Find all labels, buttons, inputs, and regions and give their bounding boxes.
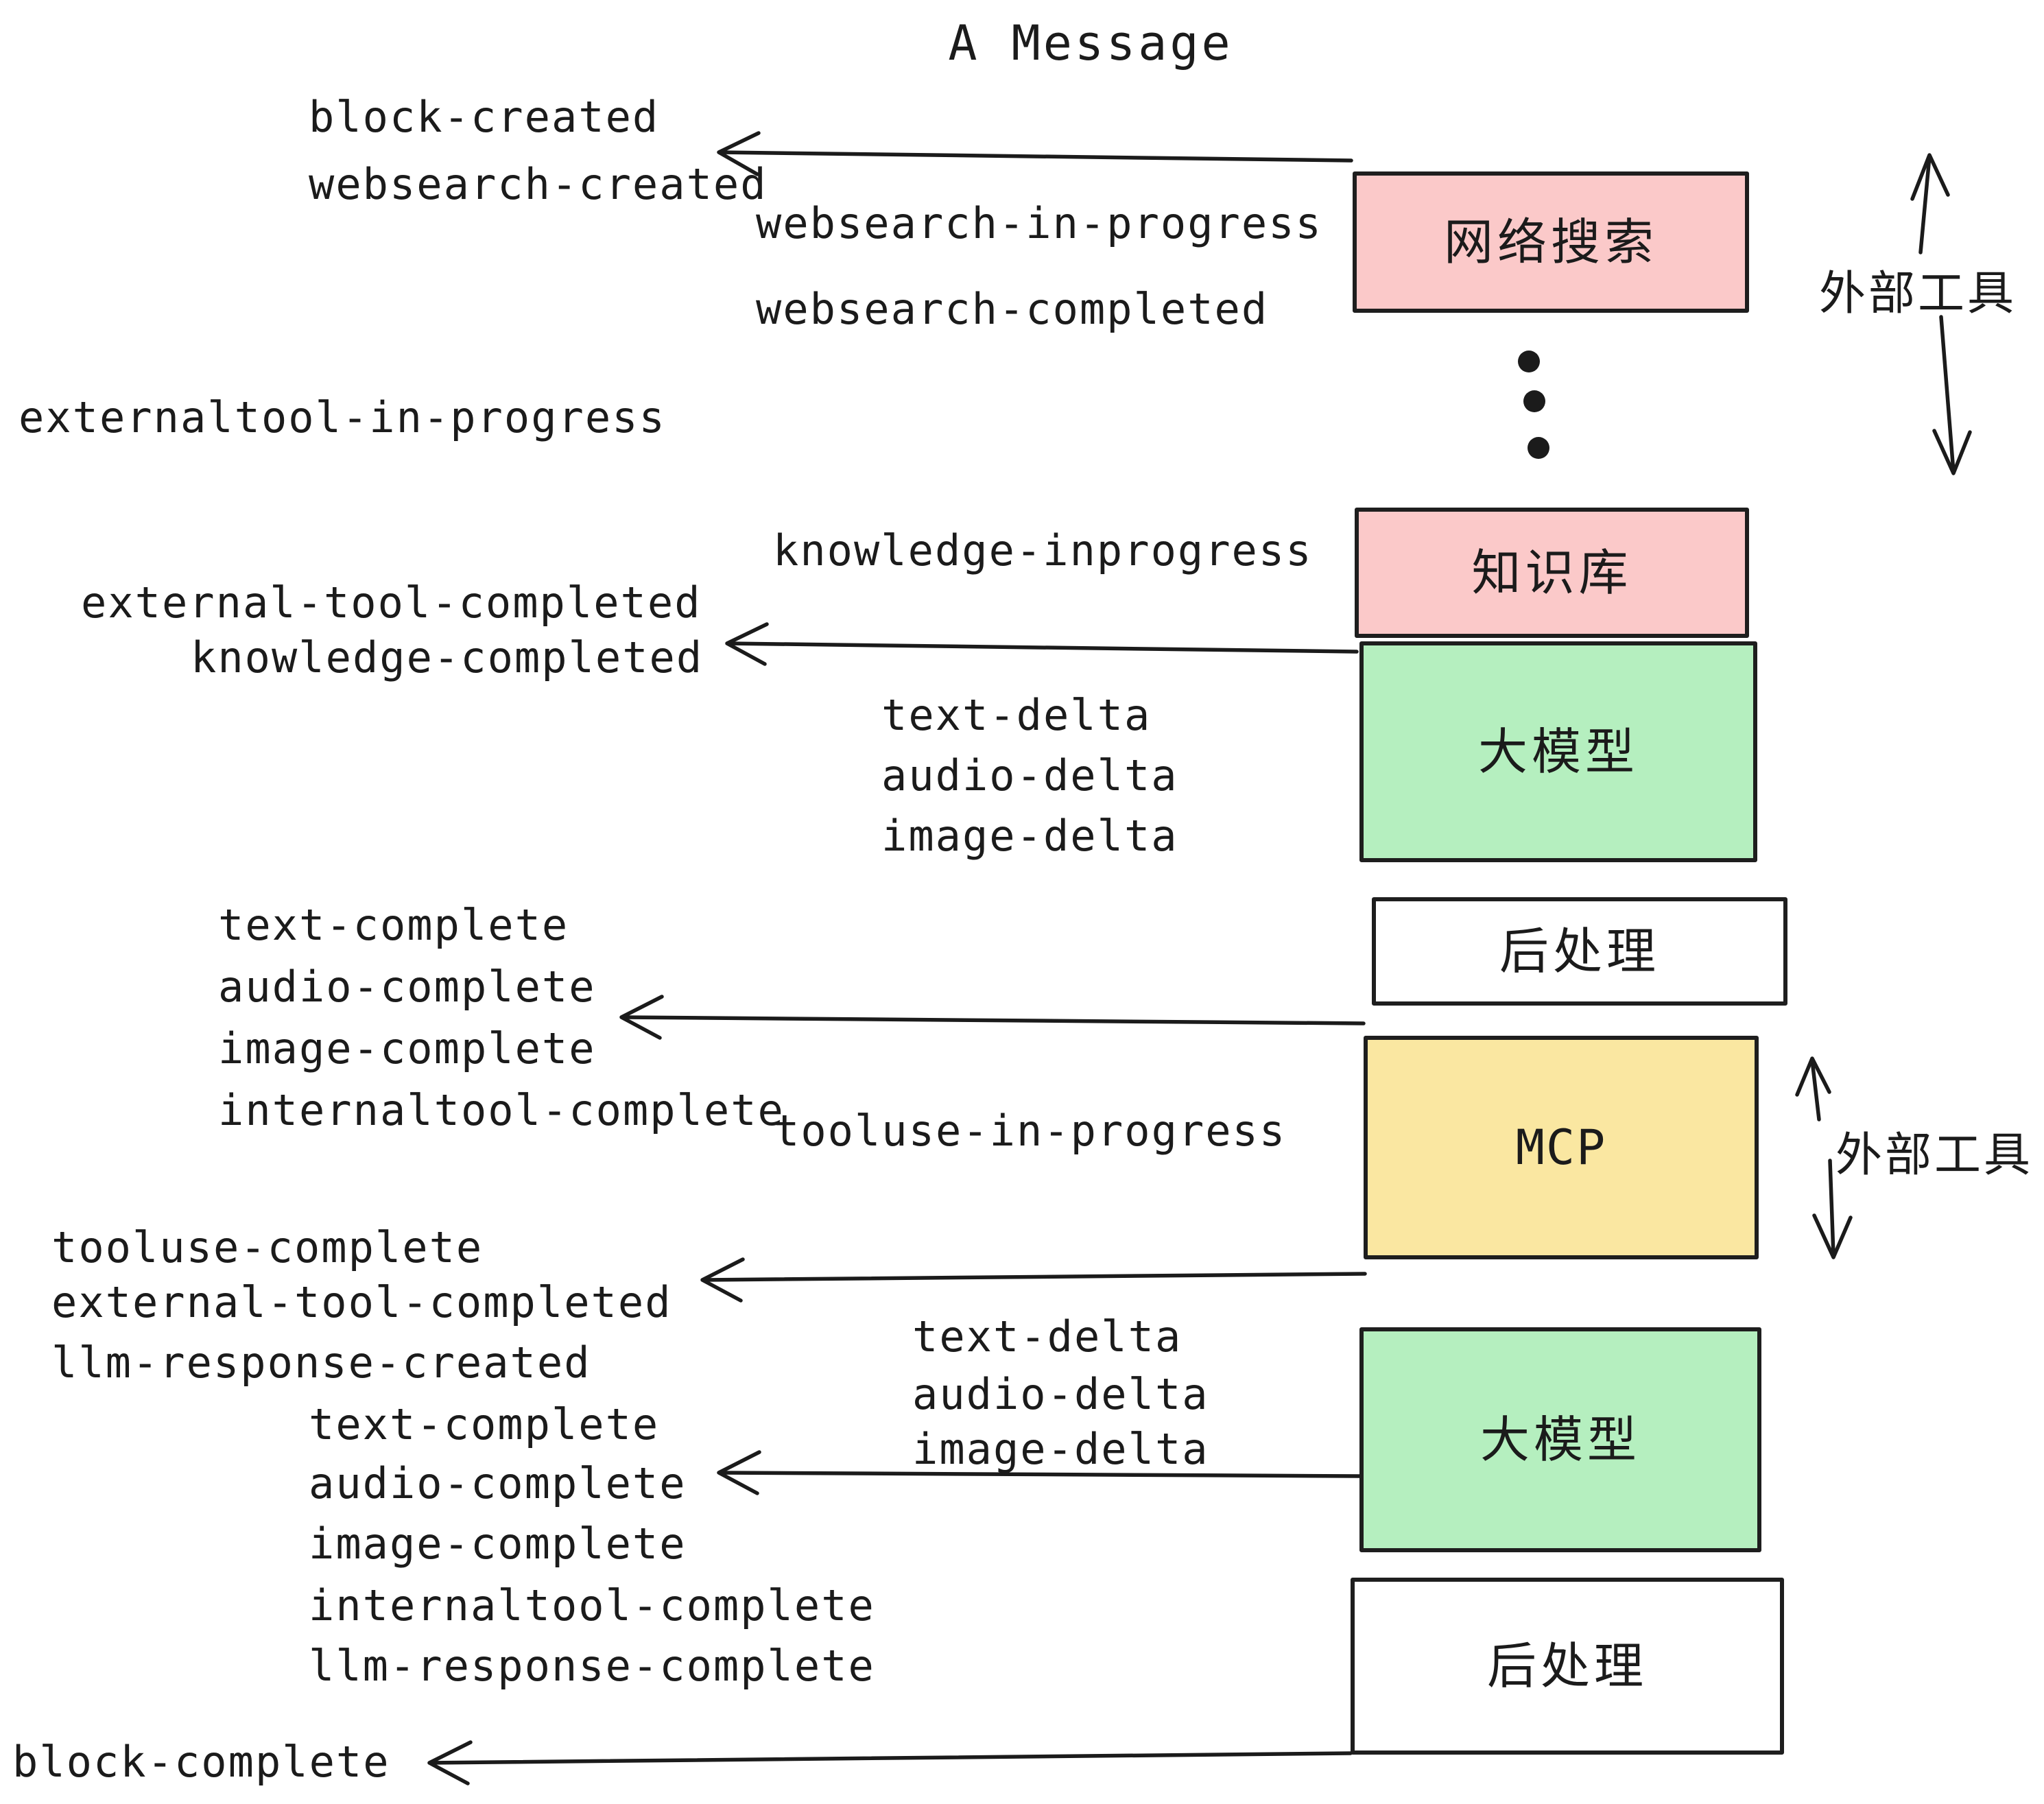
box-llm-1-label: 大模型 bbox=[1477, 723, 1639, 781]
dot bbox=[1528, 437, 1549, 459]
box-websearch: 网络搜索 bbox=[1353, 171, 1749, 313]
event-llm-response-complete: llm-response-complete bbox=[309, 1641, 875, 1691]
arrowhead-left-icon bbox=[427, 1740, 473, 1785]
event-text-delta-1: text-delta bbox=[881, 690, 1152, 740]
box-mcp-label: MCP bbox=[1515, 1119, 1607, 1176]
event-knowledge-completed: knowledge-completed bbox=[191, 632, 704, 683]
event-tooluse-complete: tooluse-complete bbox=[51, 1222, 484, 1272]
event-block-created: block-created bbox=[309, 92, 660, 142]
arrowhead-left-icon bbox=[725, 622, 769, 666]
box-postprocess-2: 后处理 bbox=[1351, 1578, 1784, 1755]
event-websearch-in-progress: websearch-in-progress bbox=[756, 198, 1322, 248]
event-knowledge-inprogress: knowledge-inprogress bbox=[773, 525, 1313, 575]
arrow-post2-to-block-complete bbox=[427, 1740, 1353, 1785]
event-llm-response-created: llm-response-created bbox=[51, 1338, 591, 1388]
arrow-line bbox=[621, 1015, 1366, 1025]
arrowhead-left-icon bbox=[700, 1257, 745, 1303]
event-internaltool-complete-1: internaltool-complete bbox=[218, 1085, 785, 1135]
event-websearch-completed: websearch-completed bbox=[756, 284, 1269, 334]
arrow-line bbox=[726, 641, 1359, 654]
box-mcp: MCP bbox=[1364, 1036, 1759, 1259]
arrow-line bbox=[718, 150, 1353, 163]
arrowhead-down-icon bbox=[1812, 1213, 1853, 1259]
box-llm-1: 大模型 bbox=[1359, 641, 1757, 862]
event-image-complete-1: image-complete bbox=[218, 1023, 596, 1073]
event-block-complete: block-complete bbox=[12, 1737, 390, 1787]
arrowhead-left-icon bbox=[619, 995, 664, 1040]
event-text-complete-1: text-complete bbox=[218, 900, 569, 950]
box-llm-2-label: 大模型 bbox=[1479, 1411, 1641, 1469]
vertical-ellipsis-icon bbox=[1518, 351, 1549, 459]
arrow-up-line bbox=[1918, 154, 1932, 254]
event-websearch-created: websearch-created bbox=[309, 159, 768, 209]
event-audio-delta-2: audio-delta bbox=[912, 1369, 1209, 1419]
box-llm-2: 大模型 bbox=[1359, 1327, 1761, 1552]
event-text-complete-2: text-complete bbox=[309, 1399, 660, 1449]
event-image-delta-2: image-delta bbox=[912, 1424, 1209, 1474]
arrowhead-up-icon bbox=[1910, 153, 1950, 201]
event-audio-delta-1: audio-delta bbox=[881, 750, 1178, 800]
arrowhead-down-icon bbox=[1932, 429, 1972, 475]
arrow-knowledge-to-knowledge-completed bbox=[725, 622, 1359, 666]
box-postprocess-2-label: 后处理 bbox=[1486, 1637, 1648, 1695]
arrowhead-up-icon bbox=[1795, 1056, 1831, 1097]
arrow-line bbox=[429, 1751, 1353, 1765]
event-internaltool-complete-2: internaltool-complete bbox=[309, 1580, 875, 1630]
arrow-websearch-to-block-created bbox=[717, 131, 1353, 176]
event-audio-complete-1: audio-complete bbox=[218, 962, 596, 1012]
box-postprocess-1: 后处理 bbox=[1372, 897, 1787, 1006]
event-external-tool-completed-1: external-tool-completed bbox=[81, 578, 702, 628]
external-tools-label-top: 外部工具 bbox=[1819, 267, 2017, 321]
event-image-complete-2: image-complete bbox=[309, 1519, 687, 1569]
arrow-down-line bbox=[1939, 315, 1956, 474]
arrow-post1-to-image-complete bbox=[619, 995, 1366, 1040]
external-tools-label-mcp: 外部工具 bbox=[1835, 1128, 2034, 1183]
event-tooluse-in-progress: tooluse-in-progress bbox=[774, 1106, 1287, 1156]
box-knowledge-base: 知识库 bbox=[1355, 508, 1749, 638]
page-title: A Message bbox=[948, 15, 1233, 71]
event-audio-complete-2: audio-complete bbox=[309, 1458, 687, 1508]
event-external-tool-completed-2: external-tool-completed bbox=[51, 1277, 672, 1327]
box-postprocess-1-label: 后处理 bbox=[1499, 923, 1660, 980]
event-image-delta-1: image-delta bbox=[881, 811, 1178, 861]
box-websearch-label: 网络搜索 bbox=[1443, 213, 1658, 271]
dot bbox=[1523, 390, 1545, 412]
arrowhead-left-icon bbox=[717, 1450, 761, 1495]
event-text-delta-2: text-delta bbox=[912, 1312, 1183, 1362]
arrow-mcp-to-external-tool-completed bbox=[700, 1257, 1367, 1303]
arrow-up-line bbox=[1810, 1058, 1821, 1121]
dot bbox=[1518, 351, 1540, 372]
arrow-line bbox=[702, 1272, 1367, 1282]
event-externaltool-in-progress: externaltool-in-progress bbox=[19, 392, 666, 442]
arrow-down-line bbox=[1828, 1159, 1835, 1257]
box-knowledge-label: 知识库 bbox=[1471, 544, 1632, 602]
